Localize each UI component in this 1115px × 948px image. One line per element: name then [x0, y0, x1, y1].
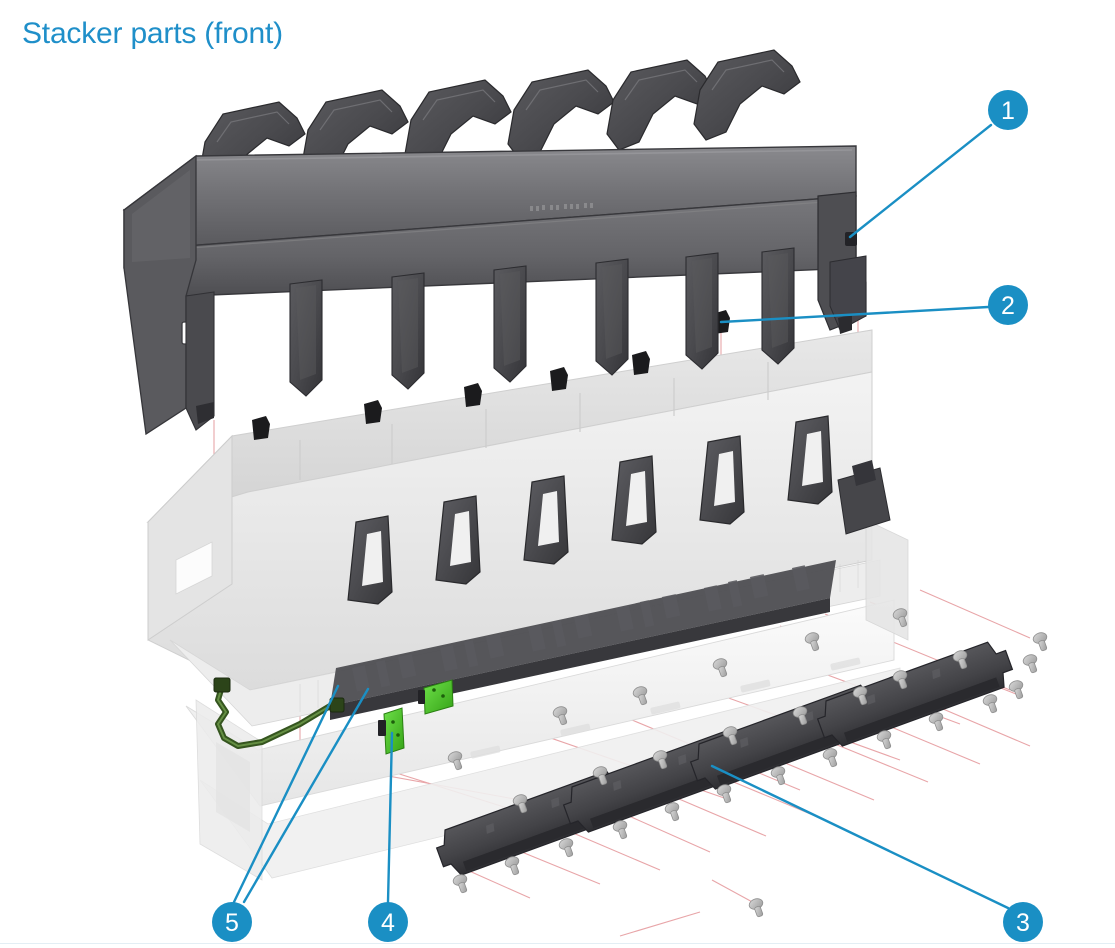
sensor-pcb-left: [378, 707, 405, 755]
screws: [447, 608, 1048, 918]
callout-leaders: [232, 123, 1010, 910]
callout-3[interactable]: 3: [1003, 902, 1043, 942]
bottom-divider: [0, 943, 1115, 944]
cover-right-latch-mark: [845, 232, 857, 246]
callout-3-label: 3: [1016, 909, 1030, 937]
cover-embossed-marking: [530, 203, 593, 211]
callout-3-leader: [710, 764, 1010, 910]
top-cover: [122, 49, 867, 436]
callout-1[interactable]: 1: [988, 90, 1028, 130]
callout-4-label: 4: [381, 909, 395, 937]
stacker-body: [146, 329, 909, 881]
support-brackets: [435, 641, 1014, 876]
flipper-modules: [330, 415, 891, 720]
page-title: Stacker parts (front): [22, 17, 283, 50]
callout-5-leader-b: [242, 687, 370, 904]
callout-4[interactable]: 4: [368, 902, 408, 942]
callout-3-circle[interactable]: [1003, 902, 1043, 942]
callout-1-circle[interactable]: [988, 90, 1028, 130]
callout-2-leader: [719, 305, 990, 324]
callout-5[interactable]: 5: [212, 902, 252, 942]
callout-2-label: 2: [1001, 292, 1015, 320]
callout-4-circle[interactable]: [368, 902, 408, 942]
callout-2-circle[interactable]: [988, 285, 1028, 325]
callout-4-leader: [386, 731, 394, 904]
cable-connector: [213, 677, 345, 713]
callout-1-leader: [848, 123, 993, 239]
sensor-pcb-right: [418, 679, 454, 715]
callout-5-label: 5: [225, 909, 239, 937]
callout-5-leader-a: [232, 684, 340, 904]
callout-1-label: 1: [1001, 97, 1015, 125]
callout-5-circle[interactable]: [212, 902, 252, 942]
cable-harness-highlight: [217, 685, 331, 747]
cover-lower-ribs: [289, 247, 795, 397]
callout-2[interactable]: 2: [988, 285, 1028, 325]
